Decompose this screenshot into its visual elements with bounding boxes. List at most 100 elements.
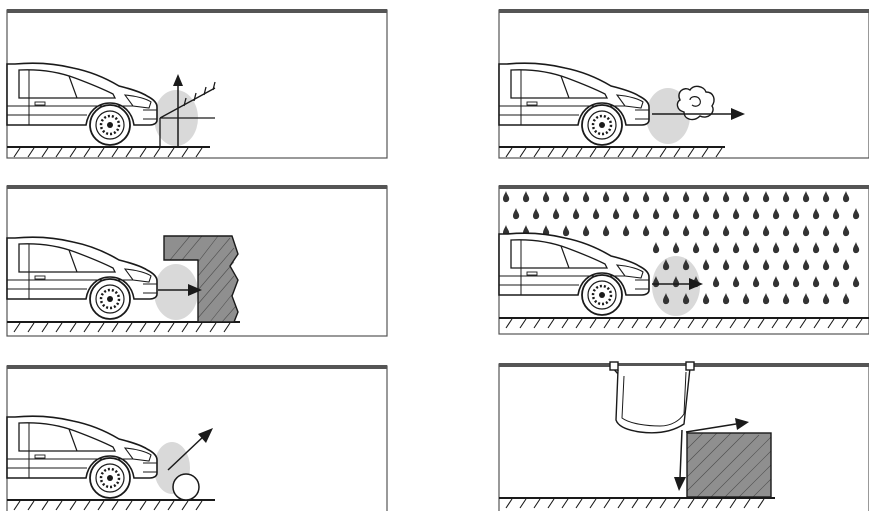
rain-drop — [763, 191, 770, 203]
rain-drop — [583, 191, 590, 203]
rain-drop — [653, 242, 660, 254]
rain-drop — [663, 191, 670, 203]
rain-drop — [813, 242, 820, 254]
ground-hatch-line — [813, 318, 821, 329]
panel-2 — [497, 9, 869, 159]
ground-hatch-line — [589, 318, 597, 329]
rain-drop — [833, 276, 840, 288]
rain-drop — [773, 242, 780, 254]
panel-6-open-trunk-lid — [609, 361, 695, 434]
rain-drop — [833, 242, 840, 254]
rain-drop — [523, 191, 530, 203]
ground-hatch-line — [673, 318, 681, 329]
rain-drop — [843, 293, 850, 305]
ground-hatch-line — [827, 318, 835, 329]
rain-drop — [663, 225, 670, 237]
rain-drop — [723, 191, 730, 203]
rain-drop — [543, 225, 550, 237]
rain-drop — [703, 225, 710, 237]
ground-hatch-line — [855, 318, 863, 329]
rain-drop — [713, 242, 720, 254]
rain-drop — [563, 191, 570, 203]
rain-drop — [503, 191, 510, 203]
rain-drop — [723, 259, 730, 271]
rain-drop — [693, 208, 700, 220]
panel-3-arrow-head — [188, 284, 202, 296]
panel-5-ball — [172, 473, 200, 501]
rain-drop — [713, 208, 720, 220]
rain-drop — [743, 191, 750, 203]
rain-drop — [823, 191, 830, 203]
rain-drop — [843, 225, 850, 237]
rain-drop — [643, 191, 650, 203]
rain-drop — [743, 259, 750, 271]
rain-drop — [783, 191, 790, 203]
rain-drop — [843, 259, 850, 271]
panel-3 — [5, 185, 388, 337]
panel-2-smoke-swirl — [689, 96, 701, 107]
rain-drop — [703, 191, 710, 203]
panel-1-car — [5, 61, 159, 147]
rain-drop — [763, 259, 770, 271]
rain-drop — [713, 276, 720, 288]
rain-drop — [683, 293, 690, 305]
rain-drop — [813, 208, 820, 220]
ground-hatch-line — [715, 318, 723, 329]
rain-drop — [793, 242, 800, 254]
panel-6 — [498, 361, 869, 511]
panel-5 — [5, 365, 388, 511]
rain-drop — [513, 208, 520, 220]
ground-hatch-line — [799, 318, 807, 329]
rain-drop — [613, 208, 620, 220]
rain-drop — [663, 259, 670, 271]
panel-3-ground-hatch — [13, 322, 231, 333]
panel-2-arrow-head — [731, 108, 745, 120]
rain-drop — [693, 242, 700, 254]
rain-drop — [843, 191, 850, 203]
rain-drop — [683, 191, 690, 203]
panel-6-ground-hatch — [505, 498, 765, 509]
rain-drop — [833, 208, 840, 220]
panel-3-wall-hatch — [169, 235, 237, 323]
panel-6-arrow-right-head — [735, 418, 749, 430]
ground-hatch-line — [631, 318, 639, 329]
panel-2-car — [497, 61, 651, 147]
ground-hatch-line — [547, 318, 555, 329]
rain-drop — [823, 225, 830, 237]
rain-drop — [853, 208, 860, 220]
panel-4-arrow-head — [689, 278, 703, 290]
ground-hatch-line — [743, 318, 751, 329]
rain-drop — [653, 208, 660, 220]
rain-drop — [723, 293, 730, 305]
panel-4-ground-hatch — [505, 318, 863, 329]
ground-hatch-line — [603, 318, 611, 329]
rain-drop — [753, 208, 760, 220]
rain-drop — [783, 225, 790, 237]
panel-5-car — [5, 414, 159, 500]
rain-drop — [633, 208, 640, 220]
ground-hatch-line — [519, 318, 527, 329]
ground-hatch-line — [729, 318, 737, 329]
ground-hatch-line — [841, 318, 849, 329]
rain-drop — [543, 191, 550, 203]
ground-hatch-line — [533, 318, 541, 329]
panel-6-box-hatch — [686, 432, 772, 498]
panel-1-arrow-up-head — [173, 74, 183, 86]
rain-drop — [803, 225, 810, 237]
rain-drop — [803, 191, 810, 203]
rain-drop — [623, 225, 630, 237]
rain-drop — [553, 208, 560, 220]
rain-drop — [643, 225, 650, 237]
rain-drop — [723, 225, 730, 237]
panel-4 — [497, 185, 869, 335]
rain-drop — [573, 208, 580, 220]
ground-hatch-line — [645, 318, 653, 329]
panel-5-arrow — [167, 435, 205, 471]
panel-5-ground-hatch — [13, 500, 203, 511]
ground-hatch-line — [561, 318, 569, 329]
panel-3-car — [5, 235, 159, 321]
rain-drop — [623, 191, 630, 203]
rain-drop — [603, 225, 610, 237]
ground-hatch-line — [701, 318, 709, 329]
